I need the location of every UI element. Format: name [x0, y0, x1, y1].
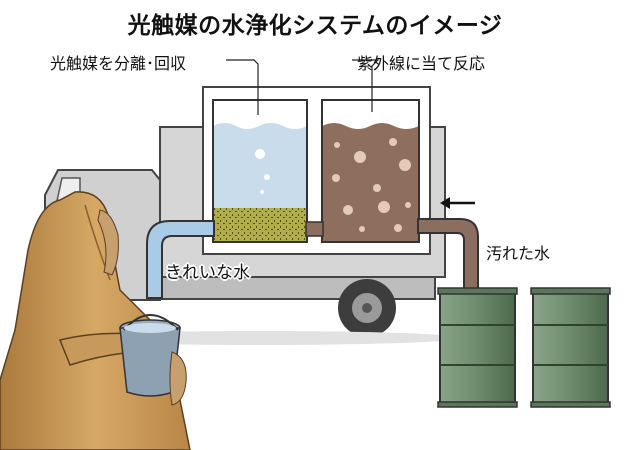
separation-tank-air [213, 100, 307, 124]
photocatalyst-particle [394, 224, 402, 232]
arrow-left-icon [440, 197, 475, 209]
label-uv-exposure: 紫外線に当て反応 [357, 54, 486, 73]
photocatalyst-particle [373, 184, 381, 192]
reaction-tank-air [322, 100, 419, 124]
clean-water-pipe [146, 220, 215, 299]
oil-drum-right [530, 287, 611, 408]
woman-face [97, 209, 119, 276]
woman-hand [169, 351, 187, 406]
photocatalyst-sediment [213, 208, 307, 242]
leader-line-separation [226, 59, 259, 115]
clean-water-fill [213, 123, 307, 210]
photocatalyst-particle [343, 205, 353, 215]
photocatalyst-particle [378, 201, 390, 213]
photocatalyst-particle [389, 138, 397, 146]
label-separate-photocatalyst: 光触媒を分離･回収 [50, 54, 187, 73]
bubble [255, 149, 265, 159]
bubble [264, 174, 270, 180]
bubble [260, 190, 264, 194]
photocatalyst-particle [359, 226, 365, 232]
photocatalyst-particle [405, 202, 411, 208]
dirty-water-fill [322, 123, 419, 242]
photocatalyst-particle [332, 174, 340, 182]
woman-figure [0, 191, 191, 450]
reaction-tank-outline [321, 99, 420, 243]
truck-rear-wheel [338, 279, 396, 337]
label-dirty-water: 汚れた水 [486, 244, 551, 263]
label-clean-water: きれいな水 [165, 263, 250, 283]
leader-line-reaction [352, 59, 380, 112]
separation-tank [212, 99, 308, 243]
photocatalyst-particle [334, 142, 340, 148]
photocatalyst-particle [399, 159, 411, 171]
reaction-tank [321, 99, 420, 243]
photocatalyst-particle [354, 151, 366, 163]
separation-tank-outline [212, 99, 308, 243]
tank-connector-pipe [305, 221, 324, 237]
oil-drum-left [437, 287, 518, 408]
diagram-title: 光触媒の水浄化システムのイメージ [127, 13, 503, 39]
